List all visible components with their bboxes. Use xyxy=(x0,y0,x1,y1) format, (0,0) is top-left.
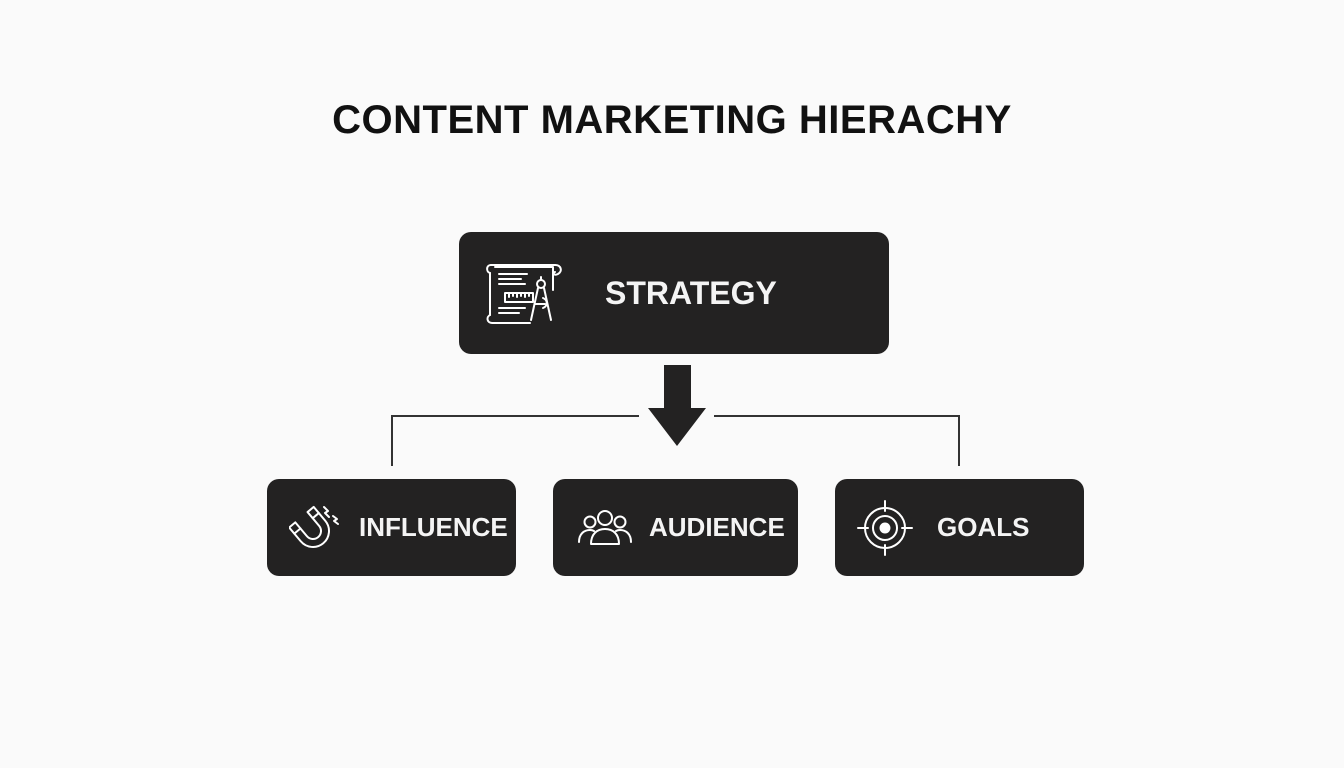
influence-label: INFLUENCE xyxy=(359,512,508,542)
down-arrow xyxy=(648,365,706,446)
magnet-icon xyxy=(289,505,339,548)
strategy-label: STRATEGY xyxy=(605,274,777,311)
goals-label: GOALS xyxy=(937,512,1030,542)
target-icon xyxy=(857,499,913,556)
audience-label: AUDIENCE xyxy=(649,512,785,542)
audience-node: AUDIENCE xyxy=(553,479,798,576)
blueprint-compass-icon xyxy=(486,264,562,324)
diagram-title: CONTENT MARKETING HIERACHY xyxy=(332,98,1012,142)
strategy-node: STRATEGY xyxy=(459,232,889,354)
goals-node: GOALS xyxy=(835,479,1084,576)
people-group-icon xyxy=(578,509,632,545)
influence-node: INFLUENCE xyxy=(267,479,516,576)
